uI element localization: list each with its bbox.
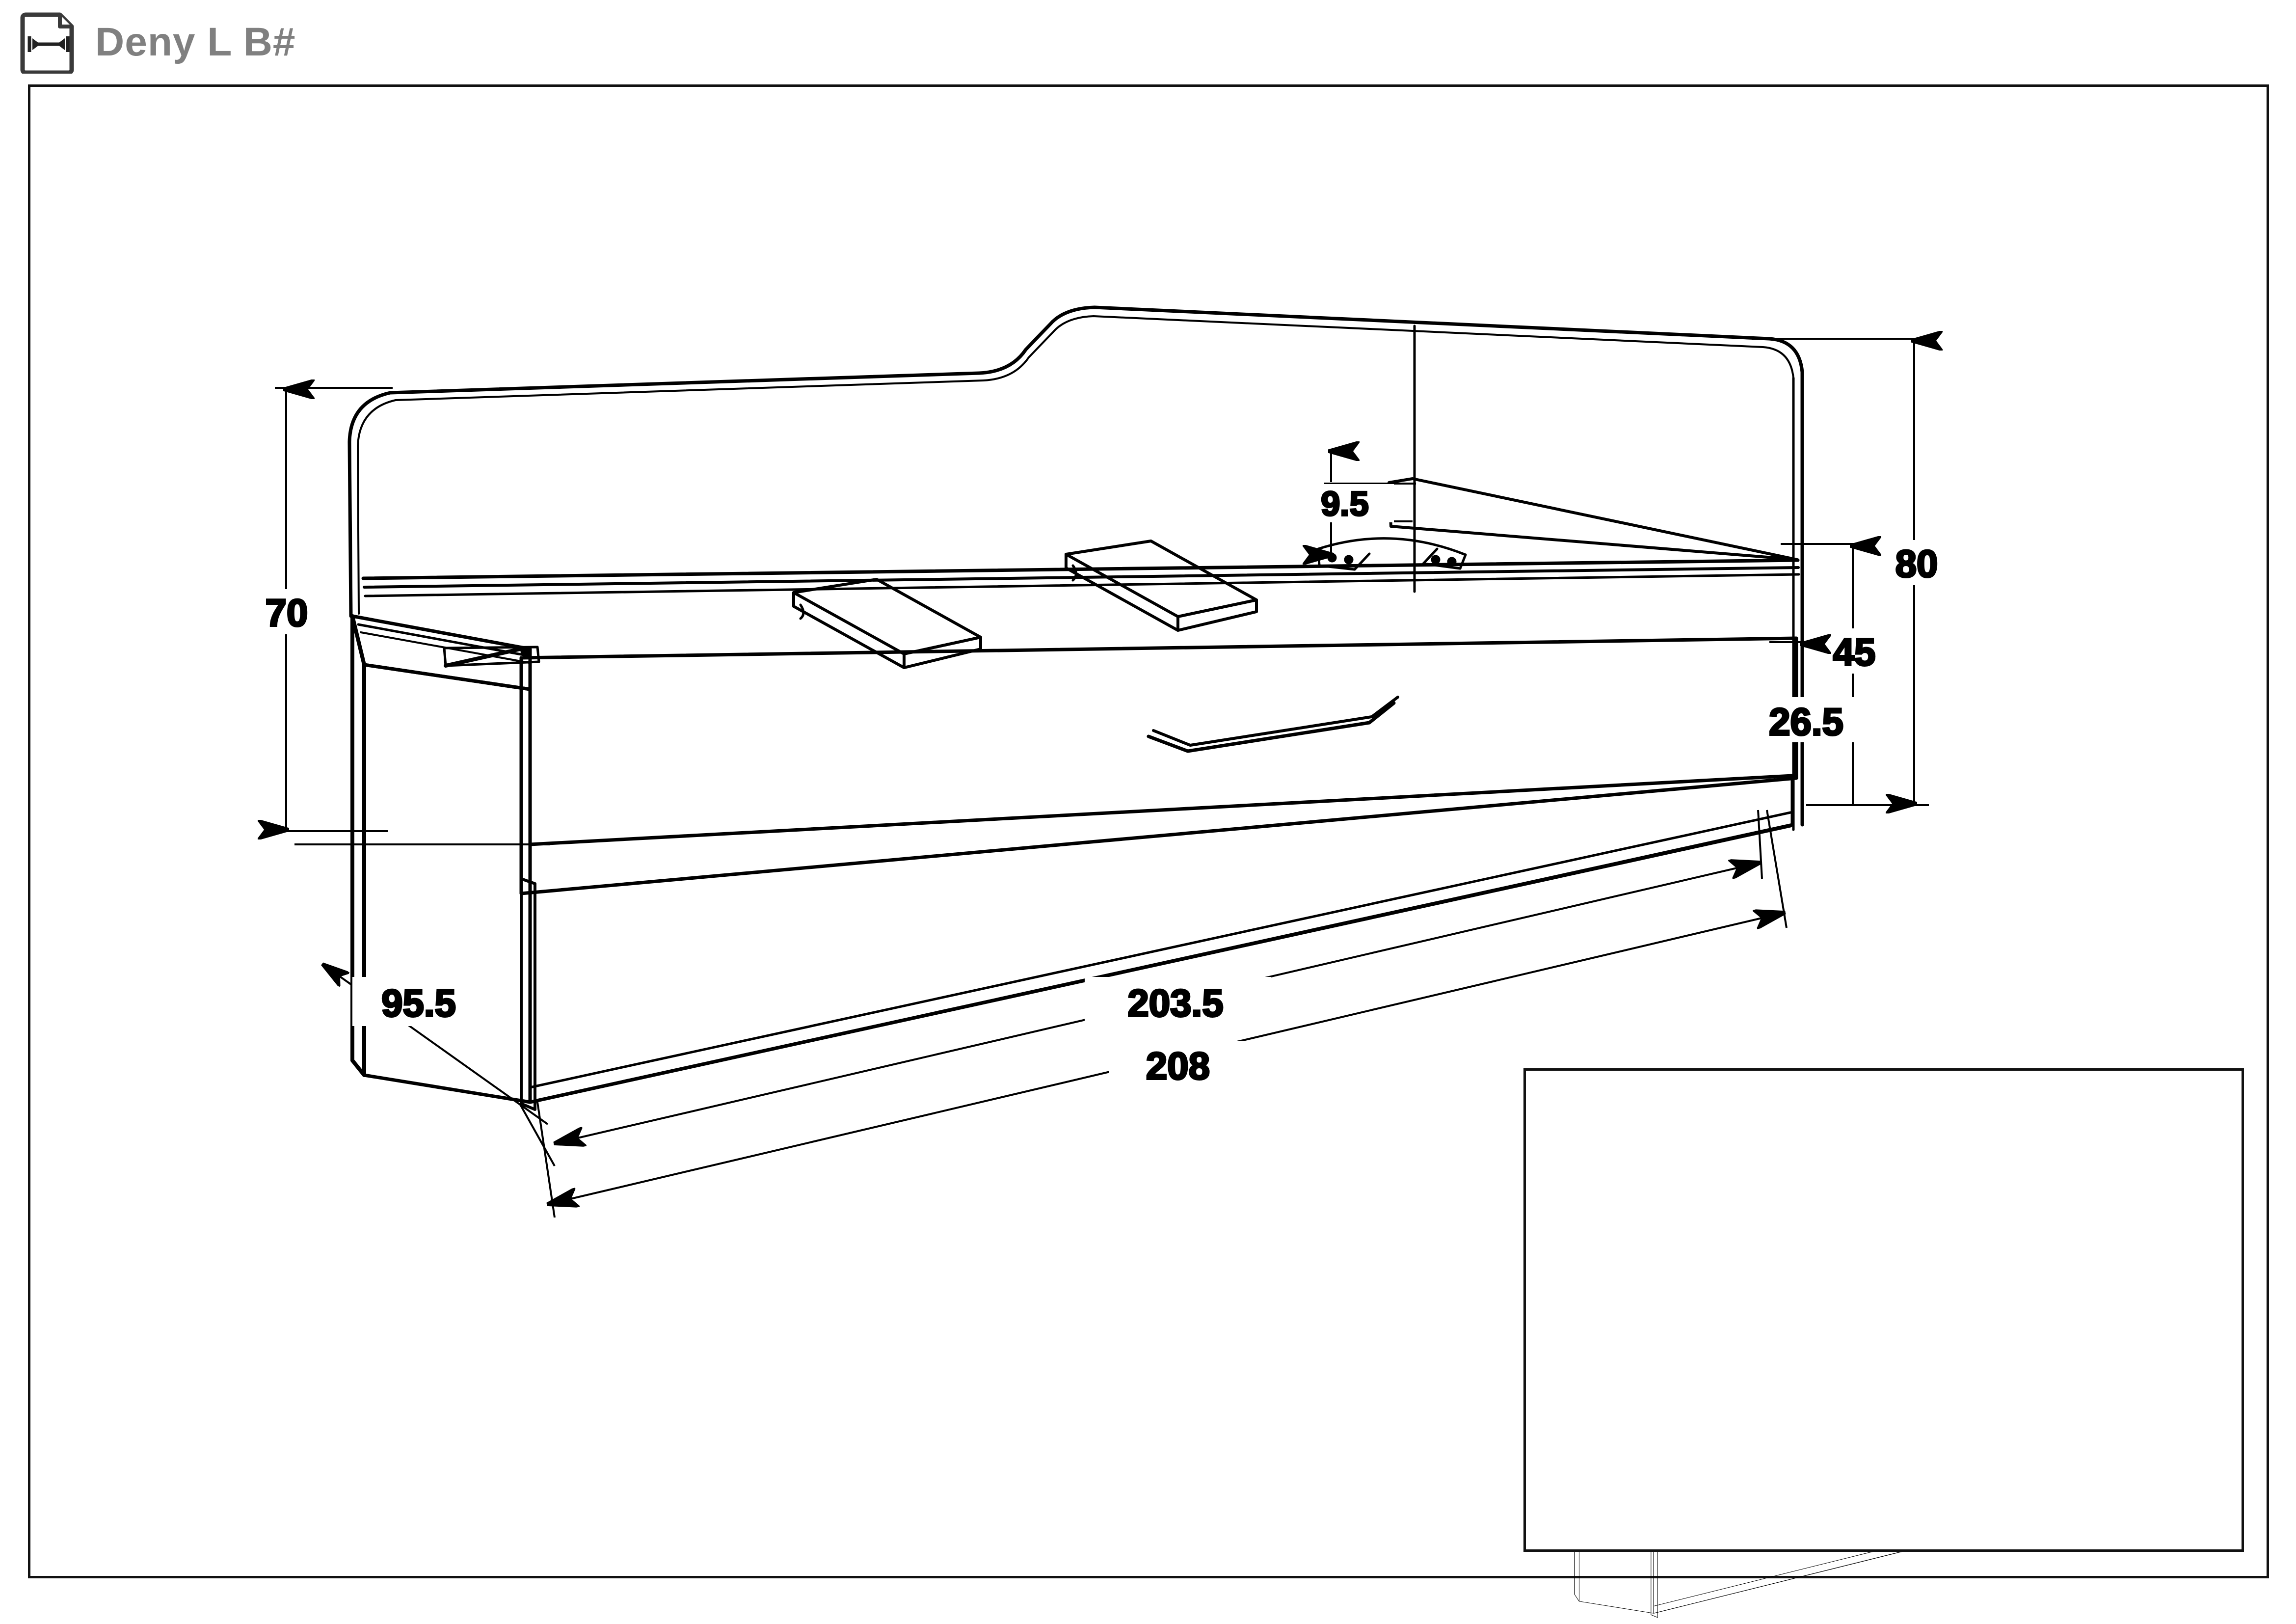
left-end-panel-face — [362, 663, 532, 1104]
dim-ext-208-right — [1766, 810, 1788, 928]
dim-label-26-5: 26.5 — [1769, 700, 1843, 743]
drawer-front-panel — [519, 636, 1798, 895]
dimension-annotations: 70 80 45 26.5 — [255, 339, 1946, 1218]
dimension-height-80: 80 — [1752, 339, 1946, 805]
dimension-document-icon — [20, 12, 74, 74]
inset-view-frame — [1523, 1068, 2244, 1552]
dim-label-203-5: 203.5 — [1127, 981, 1223, 1025]
mattress-slat-1 — [792, 578, 982, 669]
dim-label-80: 80 — [1896, 542, 1938, 585]
dim-label-45: 45 — [1833, 630, 1876, 674]
dim-label-95-5: 95.5 — [381, 981, 456, 1025]
left-side-rail-inner — [357, 623, 531, 657]
mattress-slat-2 — [1065, 540, 1258, 632]
platform-top-surface — [361, 558, 1800, 580]
dimension-height-70: 70 — [255, 388, 393, 831]
bed-isometric-drawing — [347, 305, 1804, 1111]
backboard-panel — [347, 305, 1804, 618]
dimension-length-208: 208 — [536, 810, 1788, 1218]
dimension-slat-9-5: 9.5 — [1296, 451, 1416, 555]
platform-front-edge-2 — [364, 573, 1800, 597]
base-left-edge-strip — [520, 877, 536, 1111]
page-title: Deny L B# — [95, 20, 296, 64]
backboard-inner-edge — [357, 315, 1794, 615]
dimension-height-26-5: 26.5 — [1750, 642, 1863, 805]
dim-label-9-5: 9.5 — [1321, 485, 1368, 523]
dim-label-208: 208 — [1146, 1044, 1210, 1087]
right-support-gusset-face — [1411, 477, 1799, 561]
drawer-handle-recess-inner — [1152, 696, 1399, 747]
left-corner-bracket-icon — [443, 646, 540, 668]
page-header: Deny L B# — [0, 0, 2296, 84]
dimension-depth-95-5: 95.5 — [294, 843, 550, 1125]
dimension-height-45: 45 — [1781, 544, 1885, 805]
dim-label-70: 70 — [266, 591, 308, 634]
dim-ext-2035-left — [519, 1104, 556, 1166]
drawer-handle-recess — [1147, 701, 1396, 753]
